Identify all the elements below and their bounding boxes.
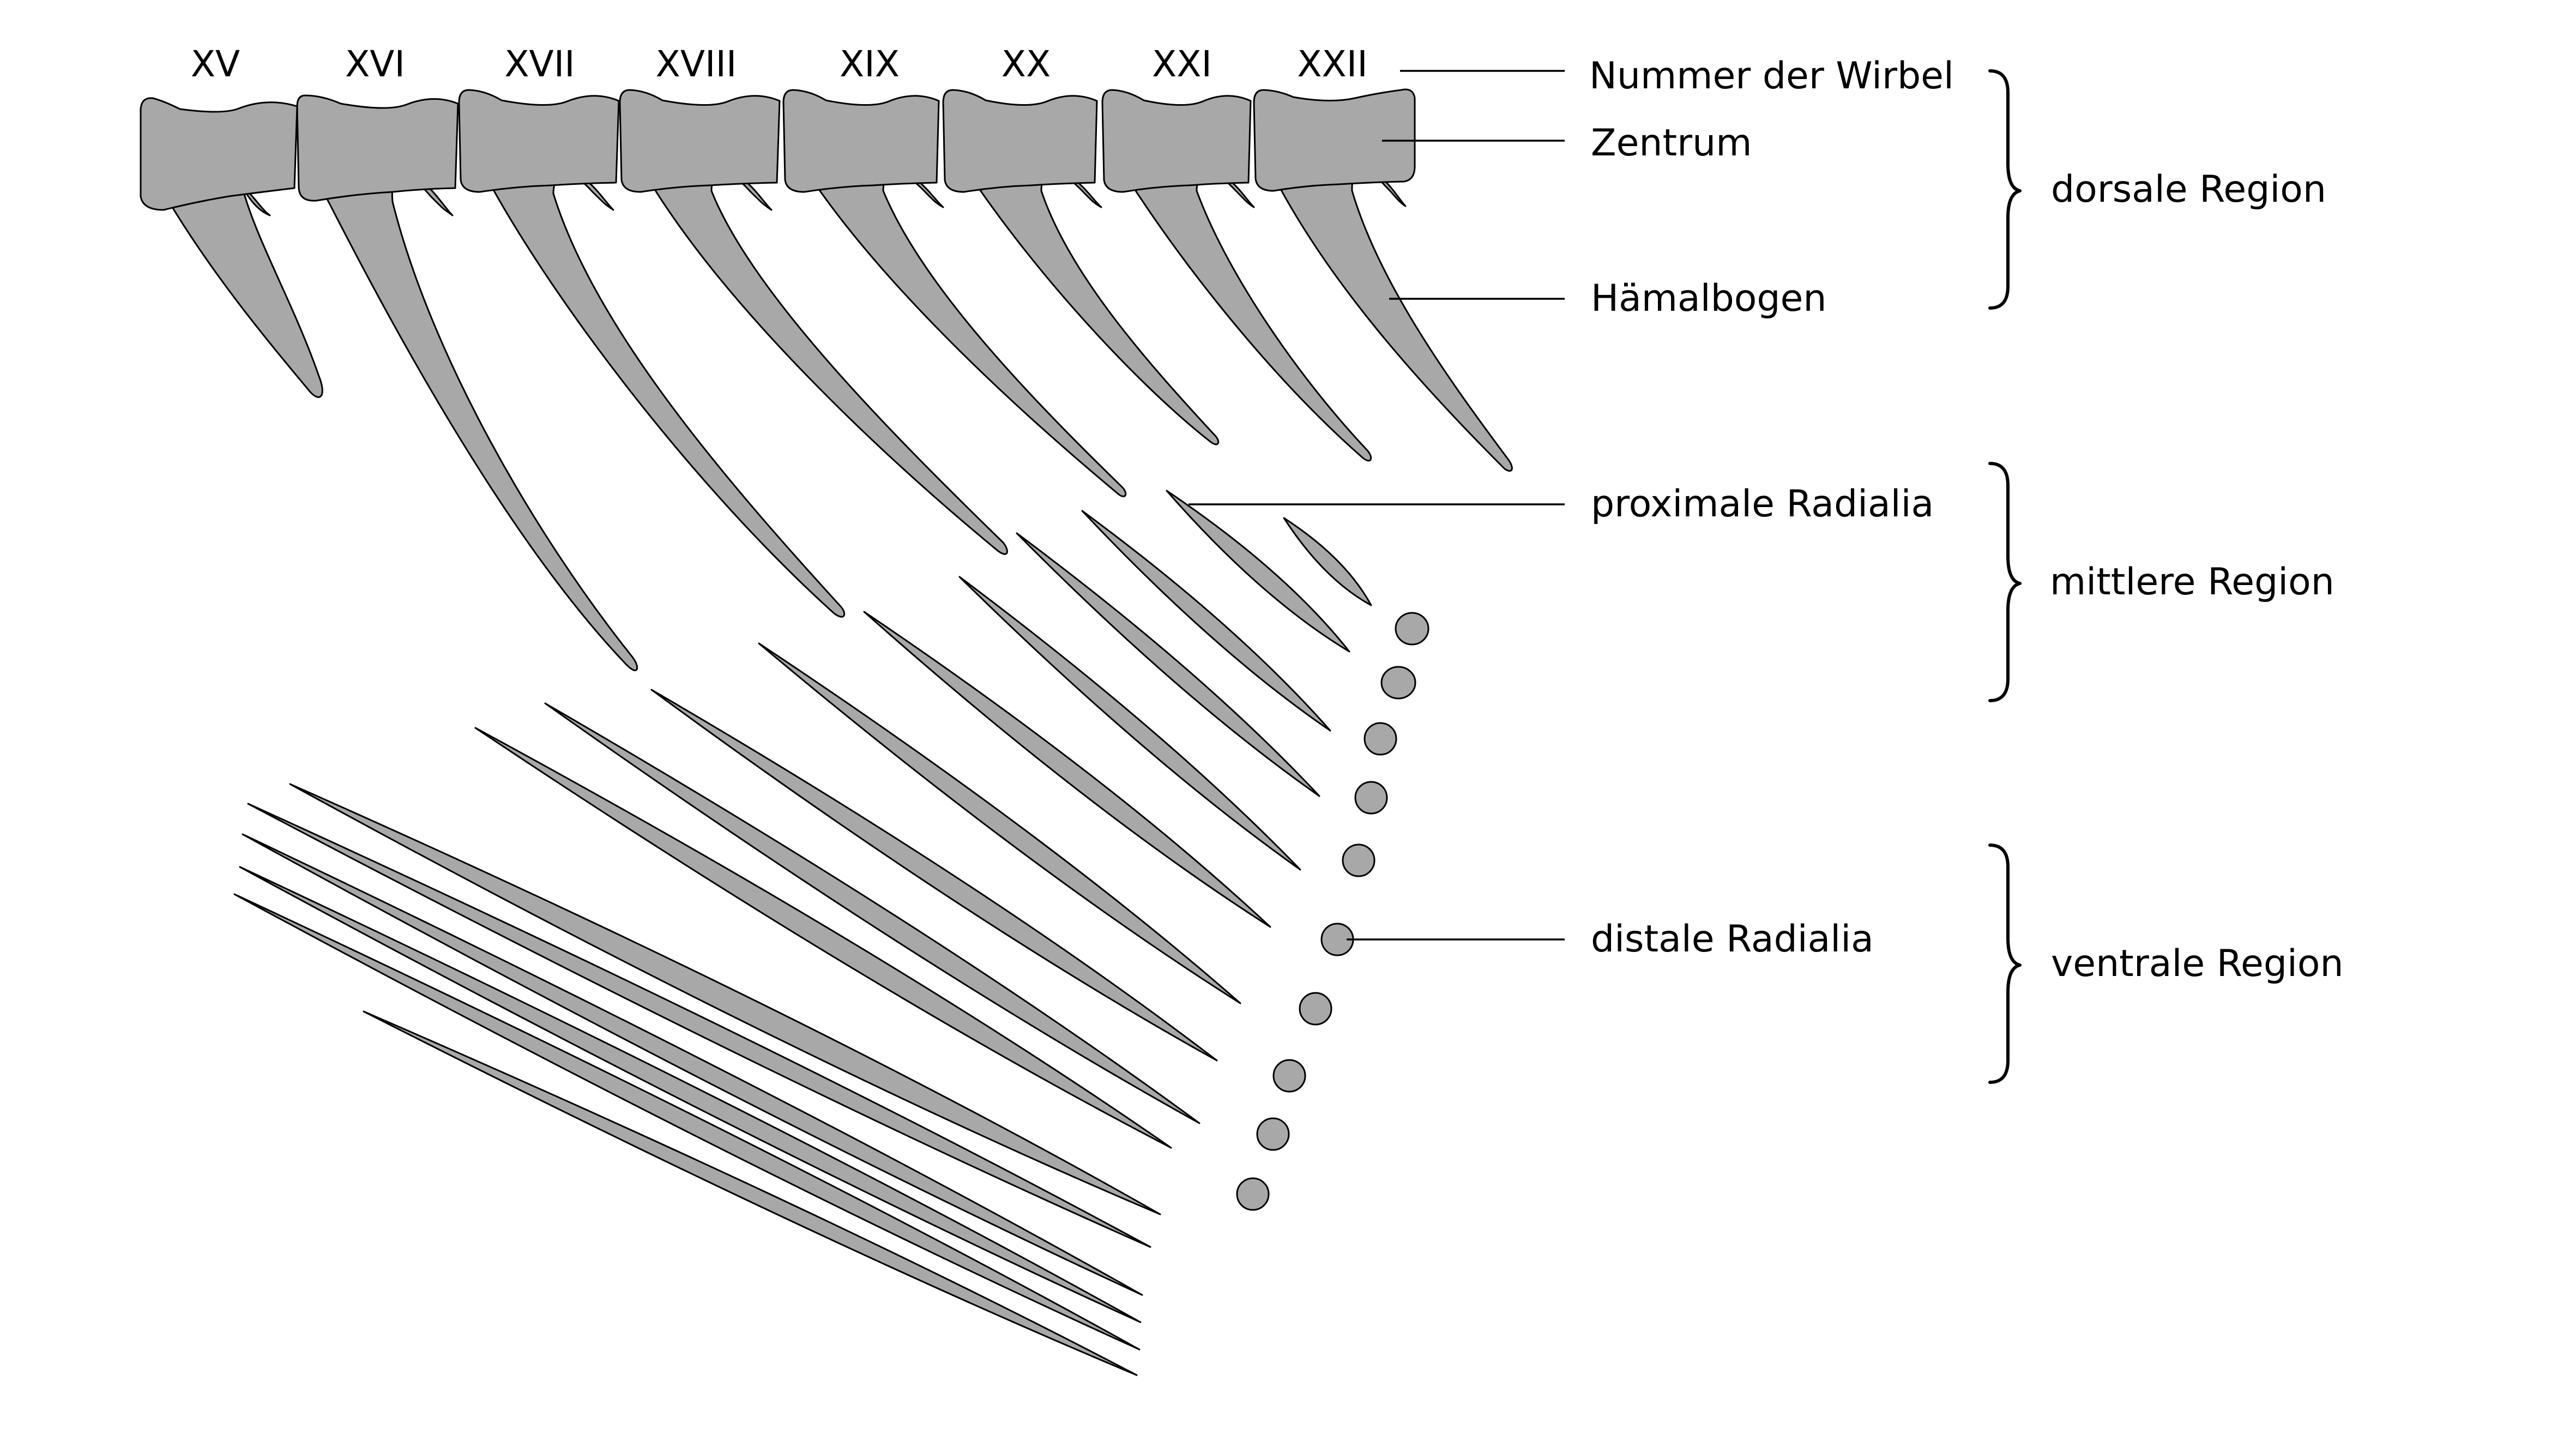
structure-labels: Nummer der Wirbel Zentrum Hämalbogen pro… bbox=[1589, 55, 1954, 961]
centrum-20 bbox=[942, 89, 1098, 193]
centrum-22 bbox=[1253, 88, 1416, 192]
proximal-radial-9 bbox=[544, 702, 1200, 1124]
distal-radials bbox=[1236, 612, 1429, 1211]
vertebra-number-17: XVII bbox=[504, 43, 575, 85]
distal-radial-9 bbox=[1256, 1117, 1290, 1151]
haemal-arch-20 bbox=[972, 171, 1220, 445]
centrum-18 bbox=[619, 89, 781, 193]
centrum-16 bbox=[296, 94, 459, 202]
centrum-21 bbox=[1101, 89, 1252, 193]
distal-radial-5 bbox=[1342, 843, 1376, 877]
haemal-arch-15 bbox=[168, 178, 323, 398]
proximal-radial-7 bbox=[758, 642, 1241, 1004]
proximal-radial-11 bbox=[289, 783, 1161, 1215]
vertebra-number-21: XXI bbox=[1152, 43, 1212, 85]
proximal-radial-3 bbox=[1081, 510, 1331, 732]
brace-dorsal bbox=[1988, 69, 2022, 310]
brace-ventral bbox=[1988, 843, 2022, 1084]
proximal-radials bbox=[233, 490, 1372, 1376]
haemal-arch-22 bbox=[1275, 169, 1513, 472]
label-haemal-arch: Hämalbogen bbox=[1591, 277, 1826, 320]
proximal-radial-10 bbox=[474, 727, 1172, 1149]
centra bbox=[140, 88, 1416, 211]
vertebra-number-19: XIX bbox=[840, 43, 900, 85]
proximal-radial-12 bbox=[247, 803, 1151, 1248]
brace-middle bbox=[1988, 462, 2022, 702]
distal-radial-3 bbox=[1364, 722, 1397, 756]
distal-radial-1 bbox=[1395, 612, 1429, 646]
haemal-arch-17 bbox=[487, 171, 846, 618]
proximal-radial-1 bbox=[1283, 517, 1372, 606]
centrum-15 bbox=[140, 97, 298, 211]
proximal-radial-15 bbox=[233, 893, 1141, 1351]
haemal-arch-16 bbox=[326, 171, 638, 671]
proximal-radial-14 bbox=[239, 866, 1142, 1323]
vertebra-number-20: XX bbox=[1002, 43, 1051, 85]
vertebra-number-18: XVIII bbox=[656, 43, 737, 85]
centrum-17 bbox=[458, 89, 620, 193]
haemal-arches bbox=[168, 169, 1513, 671]
label-centrum: Zentrum bbox=[1591, 122, 1752, 165]
vertebra-number-15: XV bbox=[191, 43, 240, 85]
vertebra-number-22: XXII bbox=[1297, 43, 1367, 85]
distal-radial-4 bbox=[1354, 781, 1388, 815]
region-label-middle: mittlere Region bbox=[2050, 561, 2334, 604]
proximal-radial-13 bbox=[242, 833, 1143, 1296]
centrum-19 bbox=[782, 89, 940, 193]
label-distal-radials: distale Radialia bbox=[1591, 918, 1874, 961]
distal-radial-7 bbox=[1299, 992, 1332, 1026]
region-labels: dorsale Region mittlere Region ventrale … bbox=[2050, 168, 2344, 985]
proximal-radial-5 bbox=[958, 576, 1301, 871]
label-proximal-radials: proximale Radialia bbox=[1591, 483, 1934, 526]
proximal-radial-2 bbox=[1166, 490, 1350, 653]
region-label-dorsal: dorsale Region bbox=[2051, 168, 2326, 211]
proximal-radial-8 bbox=[650, 689, 1218, 1062]
label-vertebra-number: Nummer der Wirbel bbox=[1589, 55, 1954, 98]
distal-radial-2 bbox=[1380, 666, 1416, 700]
region-braces bbox=[1988, 69, 2022, 1084]
haemal-arch-21 bbox=[1127, 171, 1372, 462]
haemal-arch-18 bbox=[648, 171, 1008, 555]
distal-radial-10 bbox=[1236, 1177, 1270, 1211]
vertebra-number-16: XVI bbox=[345, 43, 405, 85]
leader-lines bbox=[1189, 70, 1565, 941]
haemal-arch-19 bbox=[811, 171, 1127, 497]
region-label-ventral: ventrale Region bbox=[2051, 942, 2344, 985]
proximal-radial-6 bbox=[863, 611, 1271, 928]
distal-radial-8 bbox=[1272, 1059, 1306, 1093]
vertebra-numbers: XV XVI XVII XVIII XIX XX XXI XXII bbox=[191, 43, 1368, 85]
proximal-radial-4 bbox=[1016, 532, 1320, 797]
proximal-radial-16 bbox=[363, 1010, 1138, 1376]
